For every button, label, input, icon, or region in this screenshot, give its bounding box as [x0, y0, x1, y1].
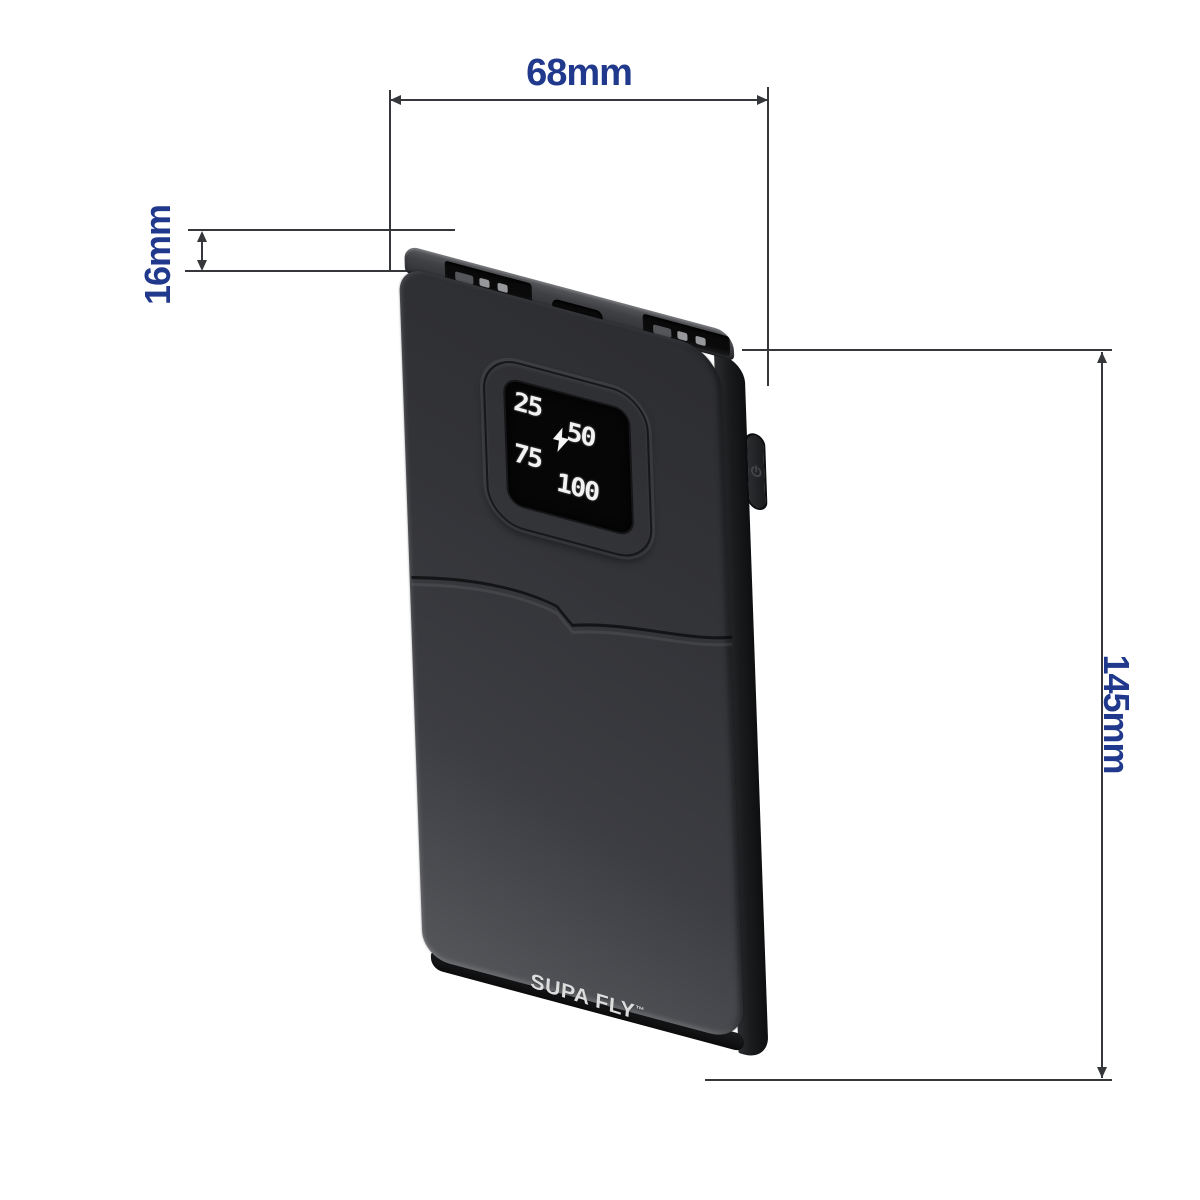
width-extension-line-left [389, 90, 391, 272]
width-dimension-label: 68mm [526, 52, 633, 94]
arrow-down-icon [197, 260, 207, 271]
height-extension-line-bottom [705, 1079, 1112, 1081]
arrow-up-icon [1097, 352, 1107, 363]
height-extension-line-top [742, 349, 1112, 351]
height-dimension-label: 145mm [1096, 654, 1137, 774]
thickness-extension-line-bottom [185, 270, 420, 272]
trademark-symbol: ™ [634, 1003, 646, 1016]
thickness-extension-line-top [188, 229, 455, 231]
device-seam-line [411, 576, 733, 647]
power-bank-device: 25 50 75 100 SUPA FLY™ [398, 243, 773, 1116]
width-dimension-line [390, 99, 768, 101]
lightning-bolt-icon [552, 427, 569, 453]
display-value-25: 25 [512, 387, 543, 424]
thickness-dimension-line [201, 233, 203, 268]
usb-pin [695, 335, 706, 347]
arrow-up-icon [197, 231, 207, 242]
thickness-dimension-label: 16mm [137, 204, 178, 306]
display-value-50: 50 [565, 417, 596, 454]
battery-display-bezel: 25 50 75 100 [481, 352, 654, 565]
arrow-left-icon [390, 95, 401, 105]
arrow-right-icon [757, 95, 768, 105]
power-button [744, 430, 768, 513]
arrow-down-icon [1097, 1067, 1107, 1078]
display-value-100: 100 [555, 467, 600, 509]
display-value-75: 75 [512, 438, 543, 476]
width-extension-line-right [767, 87, 769, 386]
power-icon [751, 465, 762, 477]
height-dimension-line [1101, 352, 1103, 1078]
battery-display-screen: 25 50 75 100 [504, 378, 633, 536]
